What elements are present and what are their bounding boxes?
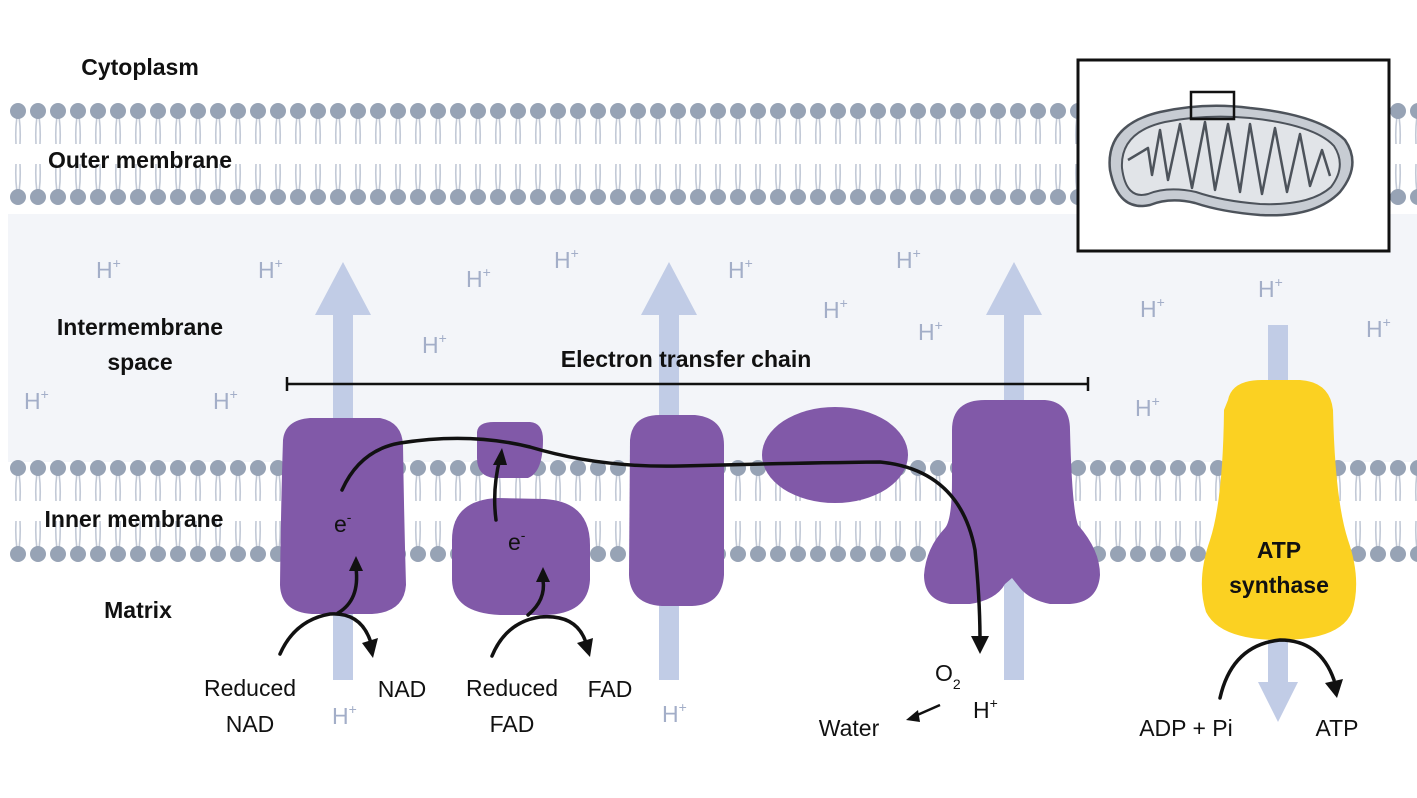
proton-label: H+ (24, 386, 49, 414)
cytochrome-c (762, 407, 908, 503)
complex-3 (629, 415, 724, 606)
proton-label: H+ (1135, 393, 1160, 421)
atp-synthase-label-line1: ATP (1257, 537, 1301, 563)
proton-label: H+ (332, 701, 357, 729)
nad-electron-arrowhead (349, 556, 363, 571)
water-formation-arrowhead (906, 710, 920, 722)
proton-label: H+ (728, 255, 753, 283)
electron-label-complex-1: e- (334, 509, 352, 537)
proton-label: H+ (213, 386, 238, 414)
mitochondrion-inset (1076, 58, 1391, 253)
outer-membrane-label: Outer membrane (48, 147, 232, 173)
atp-arrowhead (1325, 679, 1343, 698)
proton-label: H+ (1366, 314, 1391, 342)
proton-label: H+ (466, 264, 491, 292)
electron-transfer-chain-bracket (285, 377, 1090, 391)
proton-label: H+ (662, 699, 687, 727)
water-label: Water (819, 715, 880, 741)
water-formation-arrow (914, 703, 941, 718)
reduced-nad-label-line2: NAD (226, 711, 275, 737)
complex-1 (280, 418, 406, 614)
proton-labels: H+ H+ H+ H+ H+ H+ H+ H+ H+ H+ H+ H+ H+ H… (24, 245, 1391, 729)
nad-arrowhead (362, 638, 378, 658)
zoom-region-icon (1189, 90, 1236, 121)
complex-4 (924, 400, 1100, 604)
proton-label: H+ (823, 295, 848, 323)
fad-electron-arrowhead (536, 567, 550, 582)
proton-label: H+ (1258, 274, 1283, 302)
fad-conversion-arrows (490, 578, 587, 658)
intermembrane-space-label-line1: Intermembrane (57, 314, 223, 340)
fad-label: FAD (588, 676, 633, 702)
proton-label: H+ (896, 245, 921, 273)
oxygen-label: O2 (935, 660, 961, 692)
proton-label: H+ (258, 255, 283, 283)
proton-label: H+ (96, 255, 121, 283)
proton-label: H+ (1140, 294, 1165, 322)
reduced-fad-label-line2: FAD (490, 711, 535, 737)
complex-2 (452, 422, 590, 615)
electron-label-complex-2: e- (508, 527, 526, 555)
fad-arrowhead (577, 638, 593, 657)
mitochondrion-icon (1108, 104, 1354, 217)
atp-synthase-label-line2: synthase (1229, 572, 1329, 598)
inner-membrane-label: Inner membrane (45, 506, 224, 532)
atp-label: ATP (1315, 715, 1358, 741)
nad-label: NAD (378, 676, 427, 702)
proton-label: H+ (918, 317, 943, 345)
proton-label: H+ (422, 330, 447, 358)
reduced-nad-label-line1: Reduced (204, 675, 296, 701)
proton-label: H+ (554, 245, 579, 273)
electron-path-arrowhead (971, 636, 989, 654)
cytoplasm-label: Cytoplasm (81, 54, 199, 80)
atp-conversion-arrow (1218, 638, 1336, 700)
matrix-label: Matrix (104, 597, 172, 623)
intermembrane-space-label-line2: space (107, 349, 172, 375)
matrix-proton-label: H+ (973, 695, 998, 723)
adp-pi-label: ADP + Pi (1139, 715, 1233, 741)
atp-synthase: ATP synthase (1201, 380, 1357, 640)
complex-2-electron-arrowhead (493, 448, 507, 465)
reduced-fad-label-line1: Reduced (466, 675, 558, 701)
nad-conversion-arrows (278, 566, 372, 656)
electron-transfer-chain-label: Electron transfer chain (561, 346, 812, 372)
